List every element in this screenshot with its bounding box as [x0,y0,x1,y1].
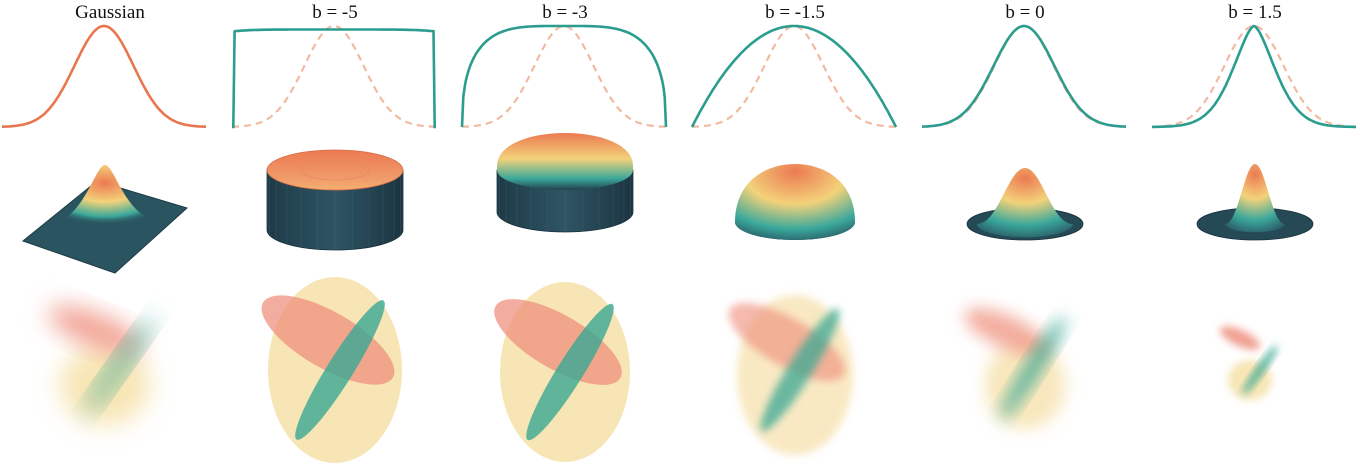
surface-b-0 [966,168,1084,241]
profile-gaussian [2,24,206,128]
gaussian-reference-curve [462,24,666,128]
generalized-curve [690,24,898,128]
profile-b-5 [232,24,436,129]
row-3d-surfaces [21,133,1314,274]
row-2d-splats [48,277,1278,463]
gaussian-reference-curve [232,24,436,128]
generalized-curve [460,24,668,128]
surface-b-1-5 [735,164,855,240]
profile-b-1-5 [1152,24,1356,129]
profile-b-3 [460,24,668,128]
splat-b-3 [494,282,630,462]
splat-red-ellipse [1219,326,1261,350]
col-title-b-minus-5: b = -5 [312,2,358,23]
splat-gaussian [48,306,154,425]
surface-peak [50,165,160,225]
surface-peak [977,168,1073,238]
row-1d-profiles [2,24,1356,129]
gaussian-reference-curve [922,24,1126,128]
surface-cap-ring [300,159,370,181]
splat-teal-ellipse [295,300,385,440]
surface-dome [735,164,855,240]
profile-b-1-5 [690,24,898,128]
col-title-b-minus-1-5: b = -1.5 [765,2,825,23]
surface-base-sheet [21,180,188,274]
splat-teal-ellipse [526,303,614,441]
splat-teal-ellipse [1242,345,1278,395]
surface-peak [1225,164,1285,233]
surface-cap [497,133,633,190]
generalized-curve [1152,24,1356,129]
col-title-b-0: b = 0 [1005,2,1045,23]
splat-teal-ellipse [86,317,154,413]
generalized-curve [922,24,1126,128]
gaussian-curve [2,24,206,128]
splat-teal-ellipse [1000,316,1066,420]
splat-teal-ellipse [760,308,840,432]
profile-b-0 [922,24,1126,128]
generalized-curve [232,28,436,129]
splat-red-ellipse [964,308,1050,356]
splat-b-0 [964,308,1066,429]
splat-b-1-5 [728,295,853,455]
col-title-b-1-5: b = 1.5 [1228,2,1282,23]
splat-b-5 [261,277,402,463]
surface-gaussian [21,165,188,274]
surface-b-3 [496,133,634,233]
surface-cylinder-wall [266,169,404,251]
splat-red-ellipse [261,295,395,385]
gaussian-reference-curve [1152,24,1356,128]
col-title-b-minus-3: b = -3 [542,2,588,23]
col-title-gaussian: Gaussian [75,2,145,23]
surface-b-5 [266,149,404,251]
surface-cap [266,149,404,191]
splat-red-ellipse [48,306,142,354]
splat-b-1-5 [1219,326,1278,400]
surface-b-1-5 [1196,164,1314,241]
